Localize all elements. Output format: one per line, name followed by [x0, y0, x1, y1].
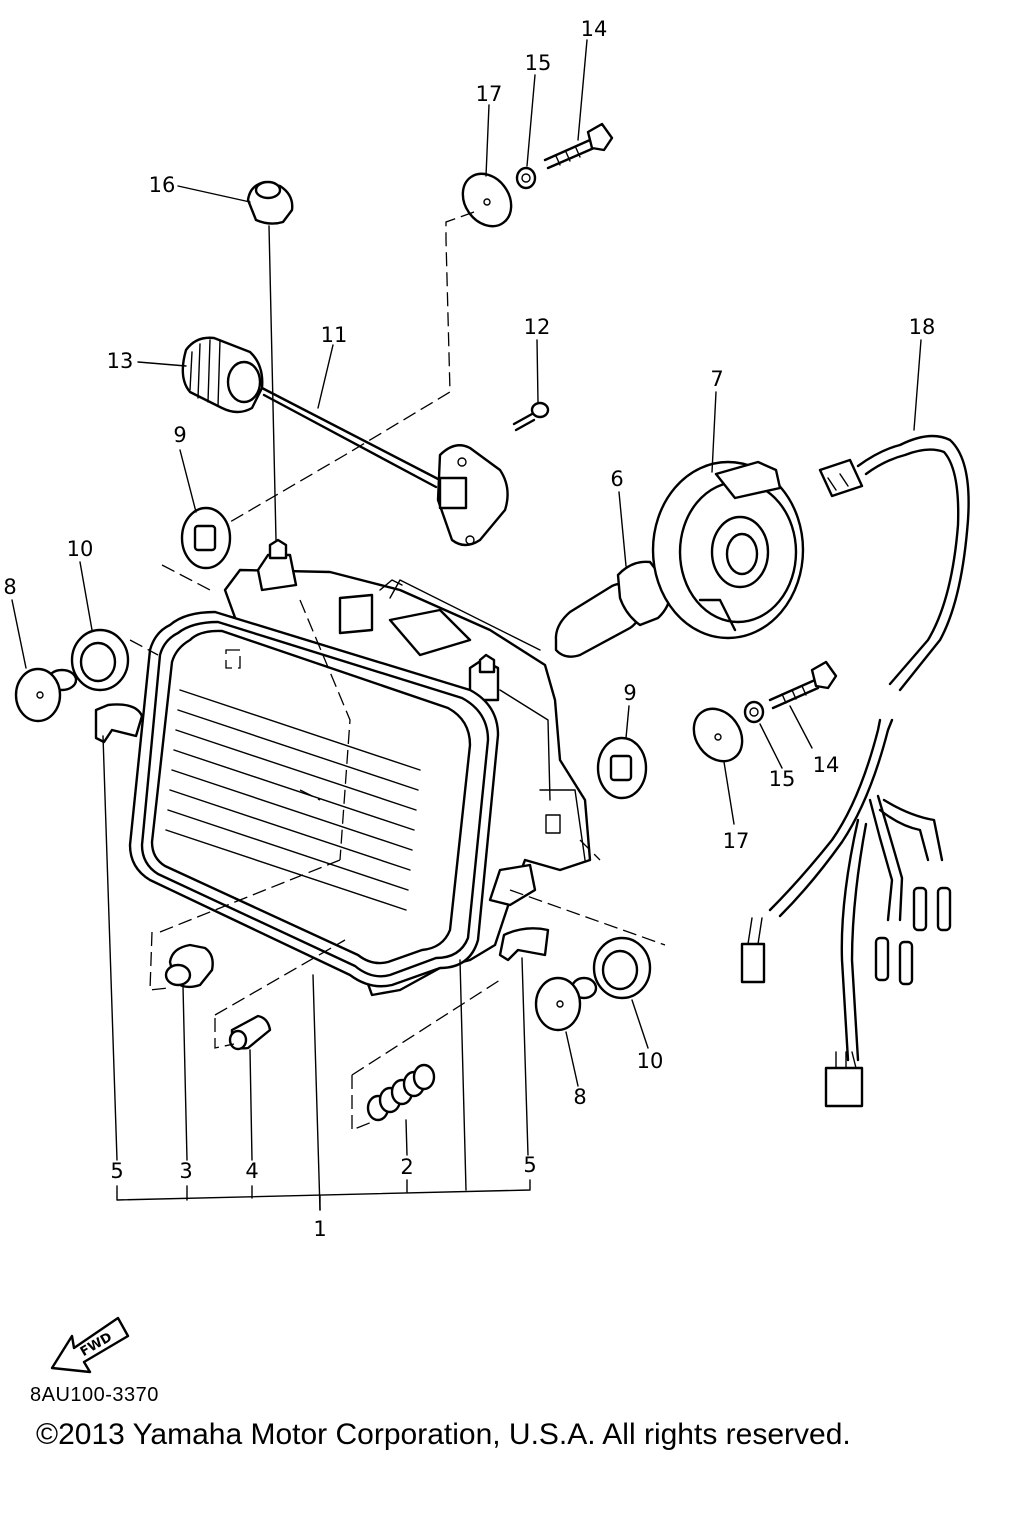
callout-16: 16 — [149, 173, 176, 197]
fwd-arrow-icon: FWD — [50, 1316, 130, 1374]
washer-flat-lower — [692, 707, 744, 763]
callout-11: 11 — [321, 323, 348, 347]
callout-8-right: 8 — [573, 1085, 586, 1109]
callout-12: 12 — [524, 315, 551, 339]
callout-9-lower: 9 — [623, 681, 636, 705]
callout-14-upper: 14 — [581, 17, 608, 41]
callout-2: 2 — [400, 1155, 413, 1179]
callout-numbers: 14 15 17 16 12 18 11 13 7 9 6 10 8 9 14 … — [3, 17, 935, 1241]
callout-18: 18 — [909, 315, 936, 339]
washer-lock-lower — [743, 700, 765, 724]
top-grommet — [246, 180, 294, 225]
drawing-code: 8AU100-3370 — [30, 1384, 159, 1406]
position-bulb — [164, 943, 214, 989]
copyright-notice: ©2013 Yamaha Motor Corporation, U.S.A. A… — [36, 1418, 851, 1451]
small-bulb — [228, 1014, 272, 1051]
callout-6: 6 — [610, 467, 623, 491]
callout-15-upper: 15 — [525, 51, 552, 75]
callout-5-right: 5 — [523, 1153, 536, 1177]
grommet-upper — [180, 506, 232, 570]
callout-14-lower: 14 — [813, 753, 840, 777]
washer-lock-upper — [515, 166, 537, 190]
callout-5-left: 5 — [110, 1159, 123, 1183]
washer-flat-upper — [461, 172, 513, 228]
cap-left — [14, 667, 78, 723]
callout-17-upper: 17 — [476, 82, 503, 106]
callout-4: 4 — [245, 1159, 258, 1183]
clip-left — [94, 703, 144, 744]
grommet-lower — [596, 736, 648, 800]
bolt-lower — [768, 660, 838, 710]
callout-15-lower: 15 — [769, 767, 796, 791]
bolt-upper — [543, 122, 614, 170]
callout-10-left: 10 — [67, 537, 94, 561]
callout-10-right: 10 — [637, 1049, 664, 1073]
callout-8-left: 8 — [3, 575, 16, 599]
adjusting-spring — [366, 1063, 436, 1122]
callout-9-upper: 9 — [173, 423, 186, 447]
cap-right — [534, 976, 598, 1032]
callout-3: 3 — [179, 1159, 192, 1183]
callout-13: 13 — [107, 349, 134, 373]
clip-right — [498, 927, 550, 962]
headlight-unit — [128, 538, 592, 997]
callout-1: 1 — [313, 1217, 326, 1241]
wire-harness — [740, 434, 970, 1108]
ring-right — [592, 936, 652, 1000]
ring-left — [70, 628, 130, 692]
adjusting-knob — [181, 336, 264, 414]
bulb-cover — [651, 460, 805, 640]
callout-17-lower: 17 — [723, 829, 750, 853]
adjuster-rod — [260, 386, 509, 547]
screw — [512, 401, 550, 432]
callout-7: 7 — [710, 367, 723, 391]
leader-lines — [11, 39, 922, 1211]
alignment-lines — [129, 211, 666, 1131]
